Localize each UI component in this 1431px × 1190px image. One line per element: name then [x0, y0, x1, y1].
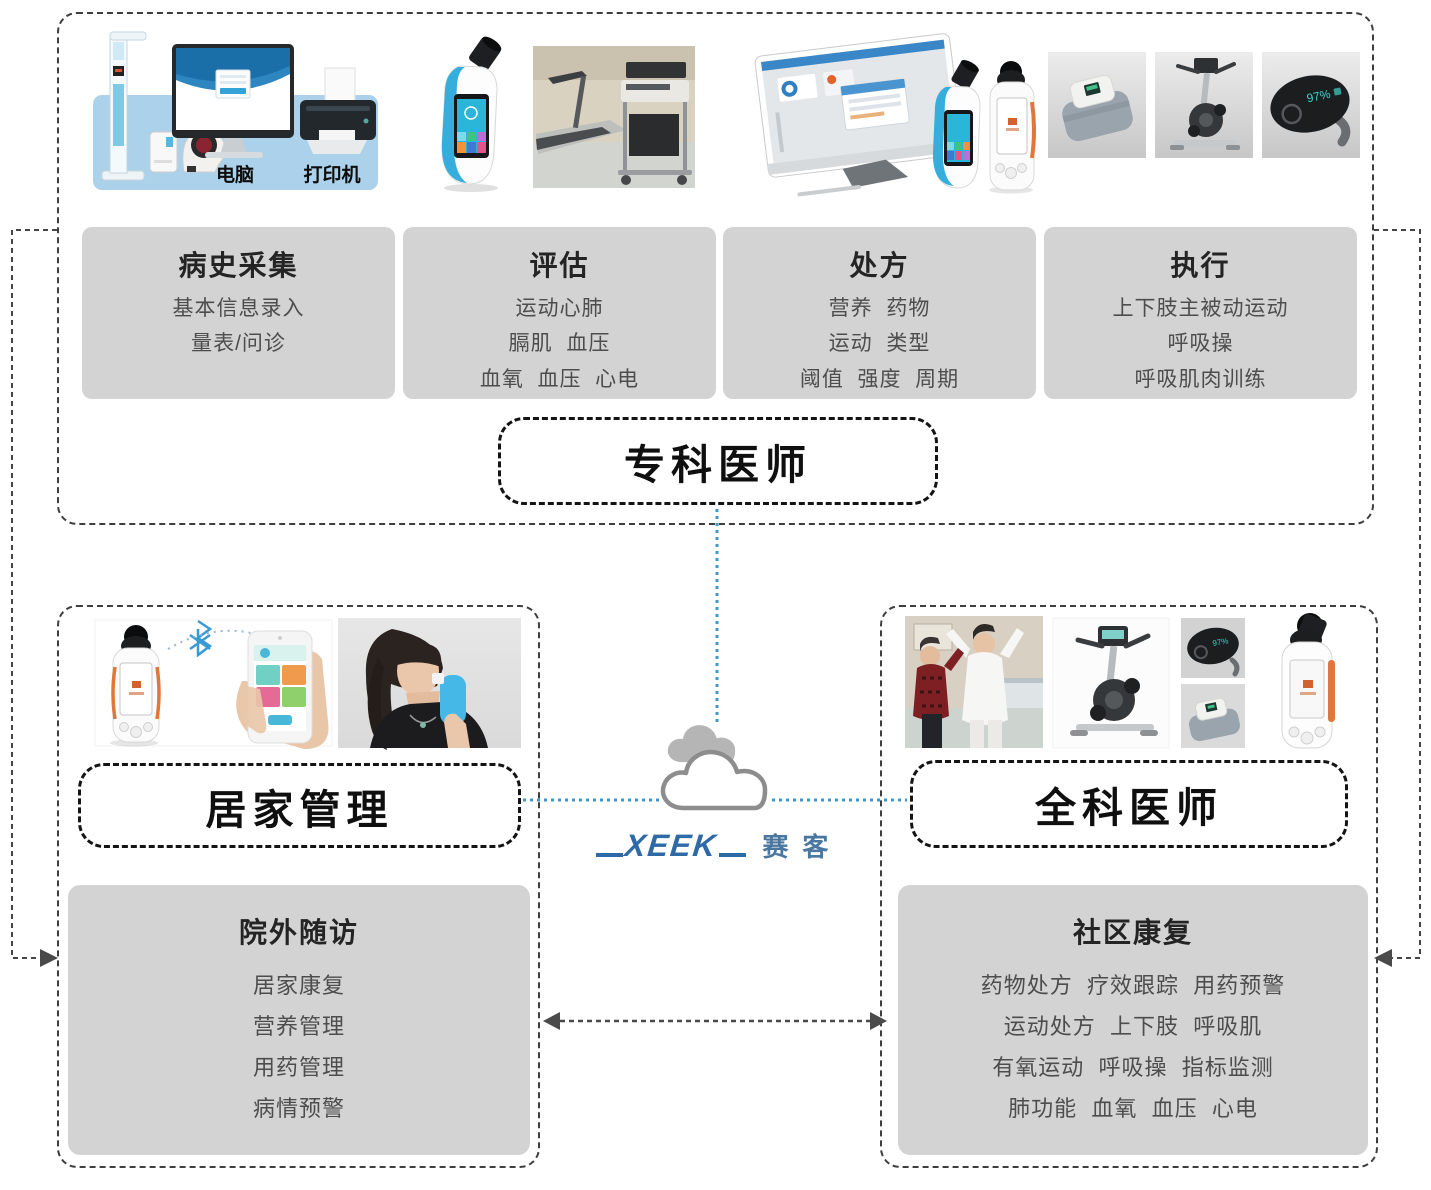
gp-role-box: 全科医师	[910, 760, 1348, 848]
oximeter-reading: 97%	[1305, 87, 1332, 106]
spirometer-icon	[441, 36, 502, 192]
stage-item: 呼吸肌肉训练	[1134, 367, 1267, 391]
stage-title: 处方	[849, 250, 910, 281]
panel-item: 肺功能 血氧 血压 心电	[1008, 1096, 1258, 1122]
stage-item: 血氧 血压 心电	[479, 367, 640, 391]
stage-item: 呼吸操	[1167, 332, 1234, 356]
stage-item: 阈值 强度 周期	[799, 367, 960, 391]
right-feedback-connector	[1374, 229, 1421, 959]
stage-item: 运动心肺	[515, 297, 604, 320]
logo-brand-chinese: 赛客	[762, 833, 843, 862]
bluetooth-icon	[189, 619, 213, 658]
execution-equipment-photo: 97%	[1048, 52, 1360, 158]
logo-underline-right	[719, 853, 747, 857]
community-devices-photo: 97%	[905, 613, 1335, 749]
left-feedback-connector	[11, 229, 57, 959]
spirometer-blue-icon	[932, 60, 981, 189]
handheld-device-icon	[110, 625, 161, 747]
oximeter-small-photo: 97%	[1181, 618, 1245, 678]
computer-label: 电脑	[216, 163, 254, 186]
workstation-monitor-icon	[754, 33, 964, 197]
home-management-container	[57, 605, 540, 1168]
community-rehab-panel: 社区康复 药物处方 疗效跟踪 用药预警 运动处方 上下肢 呼吸肌 有氧运动 呼吸…	[898, 885, 1368, 1155]
logo-underline-left	[596, 853, 623, 857]
bp-cuff-small-photo	[1181, 684, 1245, 748]
specialist-role-box: 专科医师	[498, 417, 938, 505]
assessment-equipment-photo	[441, 36, 695, 192]
stage-item: 运动 类型	[828, 332, 931, 356]
home-followup-panel: 院外随访 居家康复 营养管理 用药管理 病情预警	[68, 885, 530, 1155]
left-arrowhead-icon	[40, 949, 58, 967]
pulse-oximeter-photo: 97%	[1262, 52, 1360, 158]
panel-item: 有氧运动 呼吸操 指标监测	[992, 1055, 1274, 1081]
gp-role-label: 全科医师	[1035, 785, 1223, 831]
stage-item: 膈肌 血压	[508, 332, 611, 356]
panel-item: 营养管理	[252, 1014, 345, 1040]
history-equipment-photo: 电脑 打印机	[93, 31, 378, 190]
panel-title: 社区康复	[1072, 917, 1193, 948]
stage-assessment-box: 评估 运动心肺 膈肌 血压 血氧 血压 心电	[403, 227, 716, 399]
stage-title: 评估	[529, 250, 590, 281]
stage-title: 病史采集	[178, 250, 299, 281]
treadmill-cpet-photo	[533, 46, 695, 188]
stage-history-box: 病史采集 基本信息录入 量表/问诊	[82, 227, 395, 399]
pedal-trainer-photo	[1052, 617, 1170, 749]
limb-trainer-photo	[1155, 52, 1253, 158]
stage-item: 基本信息录入	[172, 297, 305, 320]
left-double-arrowhead-icon	[543, 1012, 560, 1030]
logo-brand-latin: XEEK	[623, 828, 720, 863]
bp-cuff-photo	[1048, 52, 1146, 158]
stage-prescription-box: 处方 营养 药物 运动 类型 阈值 强度 周期	[723, 227, 1036, 399]
stage-item: 量表/问诊	[191, 332, 286, 356]
panel-item: 用药管理	[252, 1055, 345, 1081]
stage-item: 营养 药物	[828, 297, 931, 320]
panel-title: 院外随访	[238, 917, 359, 948]
handheld-monitor-icon	[989, 61, 1036, 194]
cloud-front	[660, 749, 768, 811]
stage-item: 上下肢主被动运动	[1112, 297, 1289, 320]
panel-item: 运动处方 上下肢 呼吸肌	[1003, 1014, 1263, 1040]
panel-item: 居家康复	[252, 973, 345, 998]
kiosk-icon	[101, 31, 147, 181]
hand-with-phone-icon	[236, 630, 329, 749]
specialist-role-label: 专科医师	[624, 442, 812, 488]
woman-spirometry-photo	[338, 618, 521, 750]
right-double-arrowhead-icon	[870, 1012, 887, 1030]
rehab-exercise-photo	[905, 616, 1043, 748]
printer-label: 打印机	[303, 163, 360, 186]
oximeter-reading-small: 97%	[1212, 636, 1229, 648]
desktop-computer-icon	[172, 44, 294, 158]
cloud-icon	[660, 725, 768, 811]
prescription-equipment-photo	[754, 33, 1036, 197]
xeek-logo: XEEK 赛客	[596, 828, 843, 863]
community-gp-container	[880, 605, 1378, 1168]
panel-item: 药物处方 疗效跟踪 用药预警	[980, 973, 1286, 998]
home-role-label: 居家管理	[205, 786, 394, 833]
home-devices-photo	[94, 618, 521, 750]
stage-title: 执行	[1170, 250, 1231, 281]
panel-item: 病情预警	[252, 1096, 345, 1122]
card-reader-icon	[149, 131, 178, 173]
right-arrowhead-icon	[1374, 949, 1392, 967]
stage-execution-box: 执行 上下肢主被动运动 呼吸操 呼吸肌肉训练	[1044, 227, 1357, 399]
printer-icon	[300, 67, 376, 154]
home-role-box: 居家管理	[78, 763, 521, 848]
handheld-device-large-icon	[1281, 613, 1335, 749]
